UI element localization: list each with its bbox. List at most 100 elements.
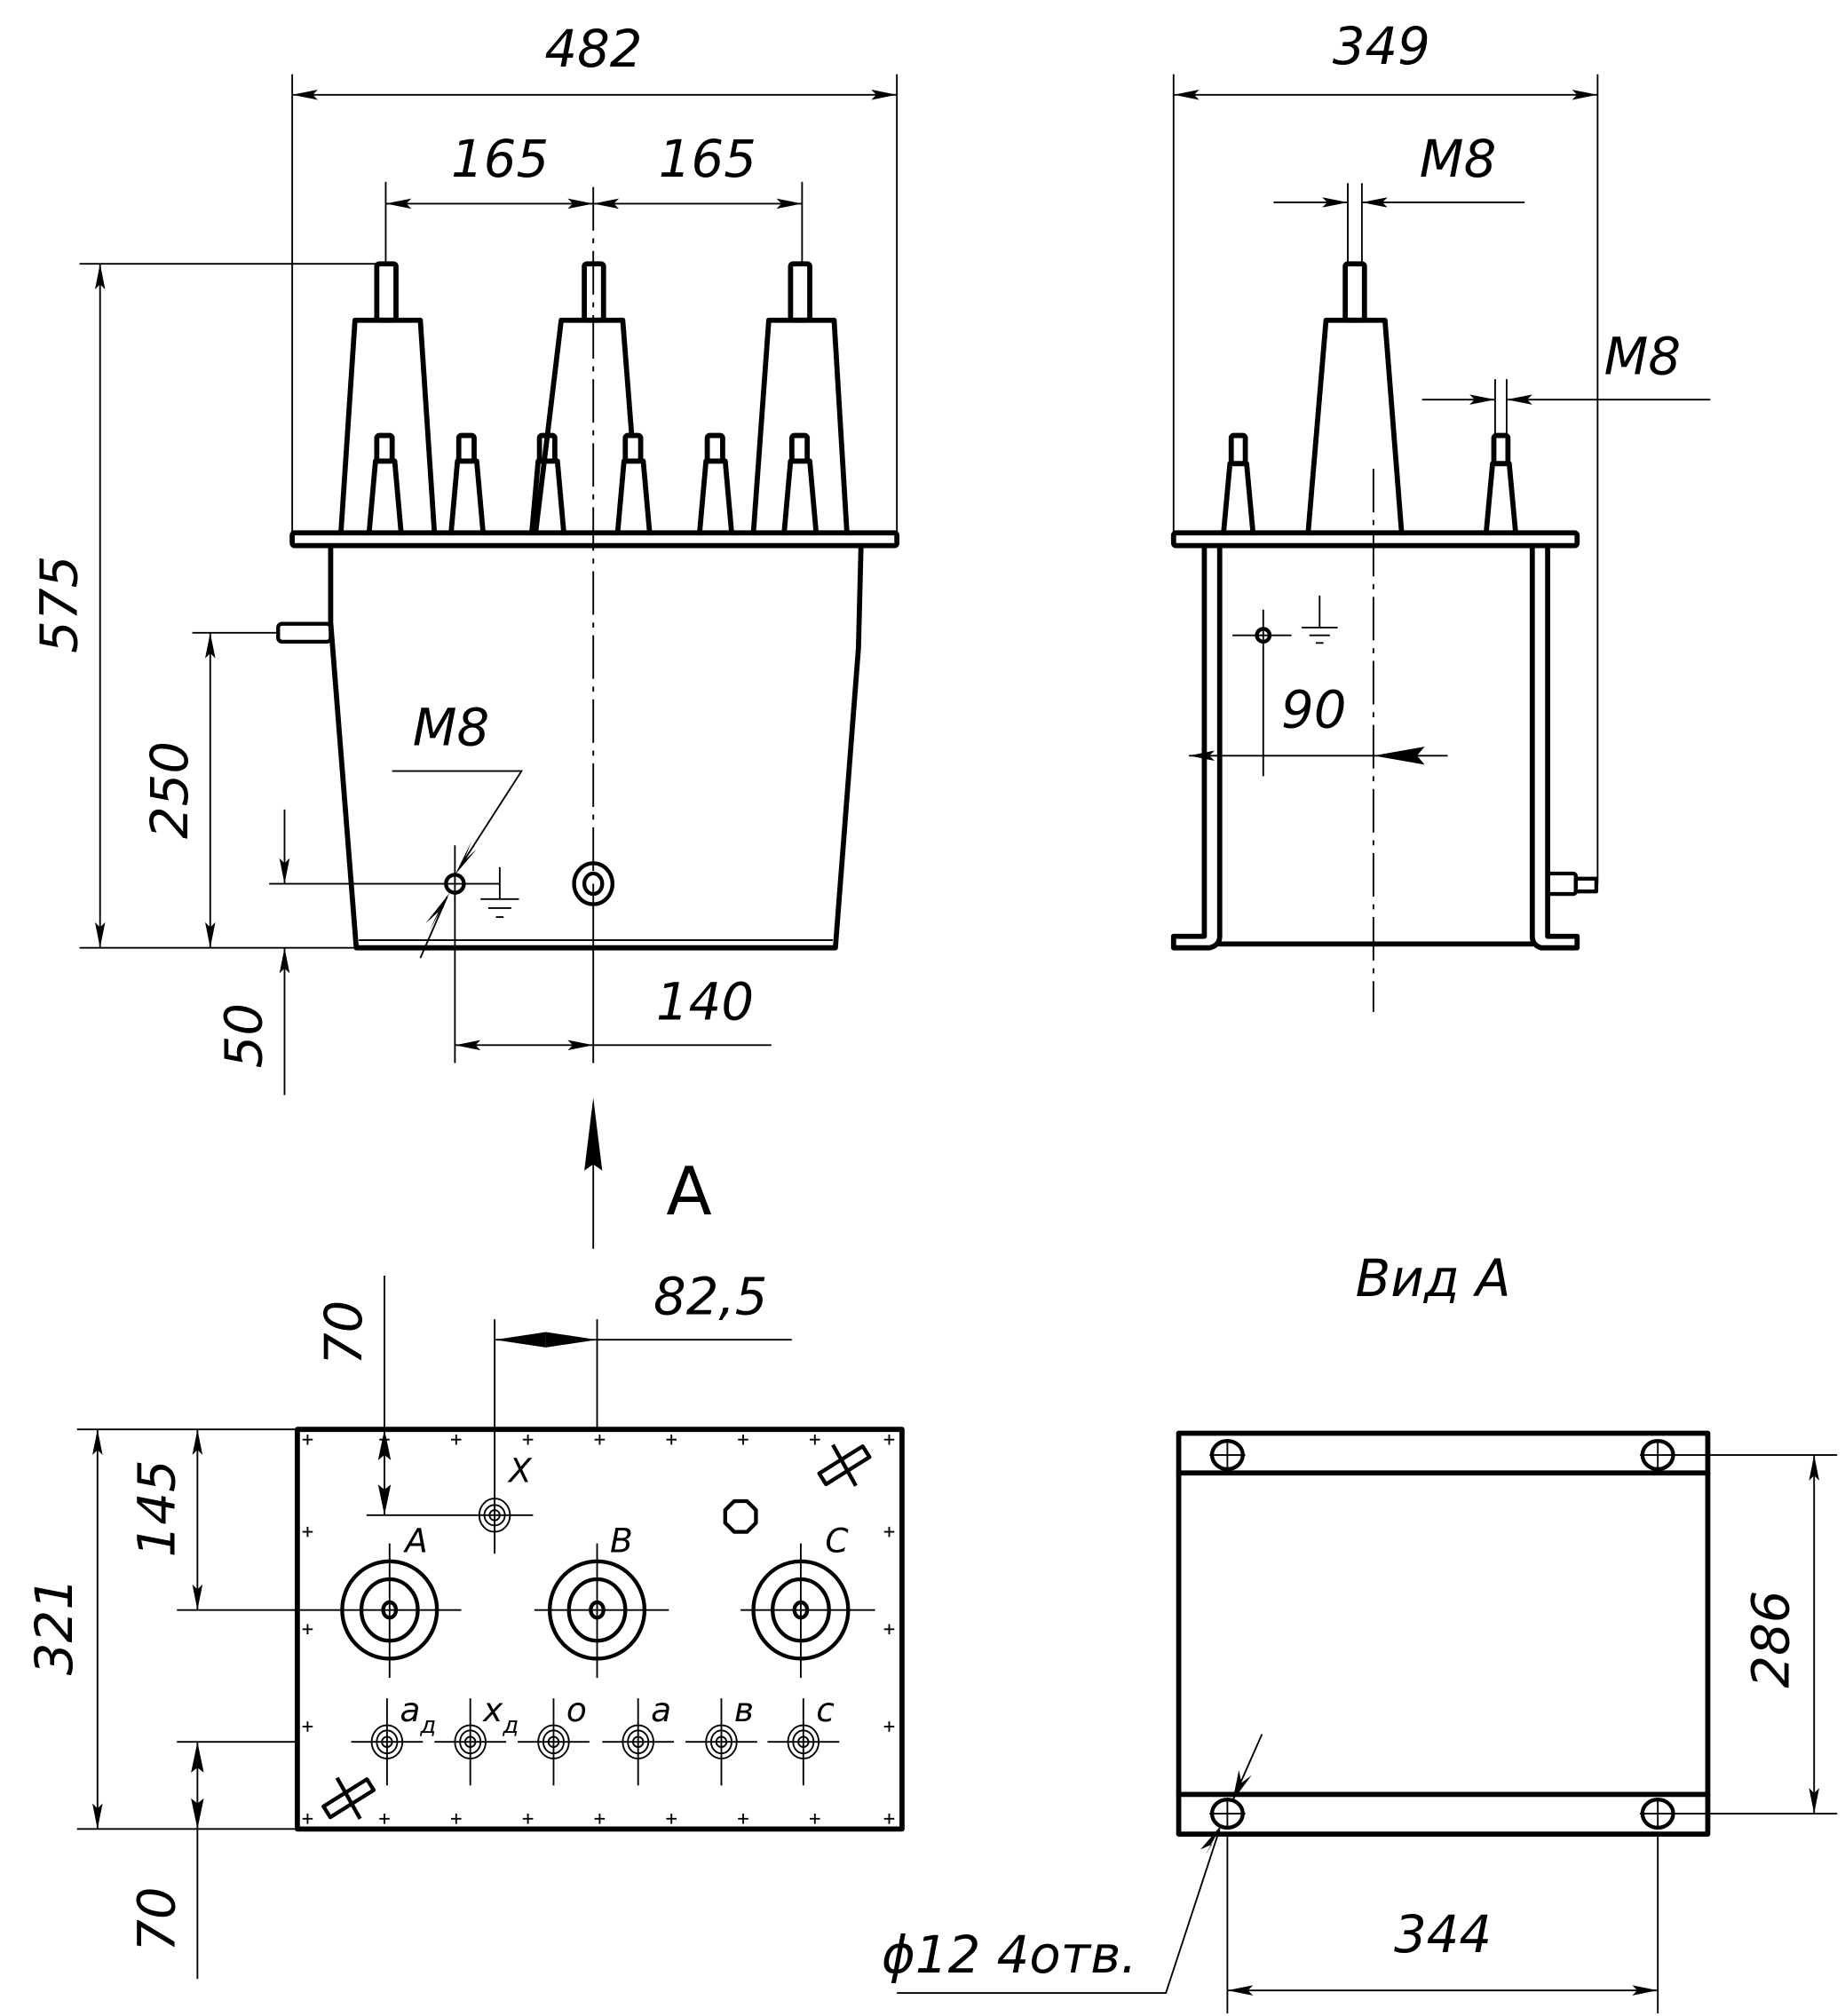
bolt-cross-mark xyxy=(594,1434,606,1445)
dim-x-terminal-offset-y: 70 xyxy=(313,1301,374,1365)
mounting-hole xyxy=(1209,1797,1246,1830)
hv-terminal-label-b: B xyxy=(610,1522,633,1561)
side-left-bracket xyxy=(1170,542,1223,951)
view-arrow-a: A xyxy=(584,1097,712,1249)
bolt-cross-mark xyxy=(883,1814,895,1824)
dim-hole-pitch-x: 344 xyxy=(1394,1904,1492,1965)
lv-bushing xyxy=(529,432,566,536)
holes-note: ϕ12 4отв. xyxy=(882,1925,1137,1985)
dim-drain-height: 250 xyxy=(139,741,200,839)
bolt-cross-mark xyxy=(451,1814,462,1824)
lv-terminal-label: a xyxy=(651,1690,671,1729)
side-view: 90 349 M8 M8 xyxy=(1170,16,1711,1012)
lv-bushing xyxy=(366,432,404,536)
bolt-cross-mark xyxy=(451,1434,462,1445)
dim-hole-pitch-y: 286 xyxy=(1740,1590,1801,1688)
lv-terminal-label: c xyxy=(816,1690,835,1729)
side-right-bracket xyxy=(1529,542,1580,951)
dim-side-ground-offset: 90 xyxy=(1281,680,1346,740)
ground-symbol-icon xyxy=(480,866,519,918)
dim-x-terminal-offset-x: 82,5 xyxy=(653,1266,767,1326)
front-ground-thread-label: M8 xyxy=(413,698,490,758)
bolt-cross-mark xyxy=(883,1434,895,1445)
base-outline xyxy=(1176,1430,1711,1838)
bolt-cross-mark xyxy=(302,1624,313,1635)
front-cover-plate xyxy=(289,530,900,549)
lv-terminal-label: в xyxy=(734,1690,754,1729)
view-a: Вид А 286 344 xyxy=(882,1248,1838,2014)
neutral-terminal-x xyxy=(366,1319,534,1554)
hv-terminal-label-c: C xyxy=(825,1522,849,1561)
perimeter-bolt-marks xyxy=(302,1434,895,1824)
bolt-cross-mark xyxy=(810,1814,820,1824)
hv-terminal-b xyxy=(534,1543,669,1679)
dim-ground-bolt-height: 50 xyxy=(214,1003,274,1068)
dim-bushing-pitch-right: 165 xyxy=(659,129,756,189)
fill-plug-octagon xyxy=(723,1498,758,1534)
lv-bushing xyxy=(448,432,486,536)
hv-bushing-c xyxy=(750,261,850,536)
view-direction-arrow-icon xyxy=(584,1097,603,1171)
side-cover-plate xyxy=(1170,530,1580,549)
bolt-cross-mark xyxy=(666,1434,677,1445)
bolt-cross-mark xyxy=(883,1624,895,1635)
lv-terminal: a xyxy=(602,1690,675,1786)
top-cover-outline xyxy=(295,1427,905,1832)
dim-top-overall-depth: 321 xyxy=(24,1577,84,1675)
bolt-cross-mark xyxy=(594,1814,606,1824)
front-tank-body xyxy=(328,542,864,951)
hv-terminal-c xyxy=(740,1543,875,1679)
dim-overall-height: 575 xyxy=(29,556,90,653)
side-drain-stub xyxy=(1545,871,1579,897)
lifting-lug-top-right xyxy=(817,1443,872,1487)
lv-terminal-label: aд xyxy=(400,1690,436,1739)
mounting-hole xyxy=(1209,1439,1246,1472)
bolt-cross-mark xyxy=(302,1526,313,1538)
hv-terminal-label-a: A xyxy=(403,1522,428,1561)
side-hv-bushing xyxy=(1305,261,1405,536)
bolt-cross-mark xyxy=(302,1721,313,1732)
lv-bushing xyxy=(781,432,820,536)
view-a-title: Вид А xyxy=(1356,1248,1511,1308)
bolt-cross-mark xyxy=(738,1434,748,1445)
mounting-hole xyxy=(1639,1439,1676,1472)
lv-bushing xyxy=(697,432,734,536)
dim-overall-depth: 349 xyxy=(1333,16,1430,76)
lv-terminal-label: o xyxy=(566,1690,587,1729)
lv-terminal: в xyxy=(685,1690,757,1786)
bolt-cross-mark xyxy=(522,1814,534,1824)
dim-hv-row-offset: 145 xyxy=(126,1459,186,1557)
hv-bushing-a xyxy=(338,261,438,536)
drain-stub xyxy=(276,621,333,644)
side-lv-thread-label: M8 xyxy=(1604,326,1682,386)
lv-terminal: o xyxy=(518,1690,590,1786)
bolt-cross-mark xyxy=(883,1721,895,1732)
bolt-cross-mark xyxy=(522,1434,534,1445)
bolt-cross-mark xyxy=(738,1814,748,1824)
bolt-cross-mark xyxy=(302,1434,313,1445)
lv-terminal: xд xyxy=(434,1690,519,1786)
bolt-cross-mark xyxy=(302,1814,313,1824)
hv-terminal-a xyxy=(339,1543,462,1679)
side-hv-thread-label: M8 xyxy=(1420,129,1497,189)
dim-bushing-pitch-left: 165 xyxy=(451,129,549,189)
dim-lv-row-offset: 70 xyxy=(126,1886,186,1951)
lv-terminal-label: xд xyxy=(482,1690,519,1739)
front-view: M8 482 165 165 575 250 50 140 xyxy=(29,19,900,1095)
neutral-terminal-label: X xyxy=(507,1451,533,1490)
bolt-cross-mark xyxy=(883,1526,895,1538)
ground-symbol-icon xyxy=(1302,595,1338,644)
dim-overall-width: 482 xyxy=(544,19,642,79)
view-arrow-label: A xyxy=(666,1152,711,1230)
lv-terminal: c xyxy=(767,1690,840,1786)
side-lv-bushing xyxy=(1221,432,1256,536)
lv-terminal: aд xyxy=(351,1690,436,1786)
hv-bushing-b xyxy=(533,261,635,536)
dim-ground-bolt-offset: 140 xyxy=(656,971,754,1032)
mounting-hole xyxy=(1639,1797,1676,1830)
side-lv-bushing xyxy=(1483,432,1518,536)
bolt-cross-mark xyxy=(379,1814,390,1824)
